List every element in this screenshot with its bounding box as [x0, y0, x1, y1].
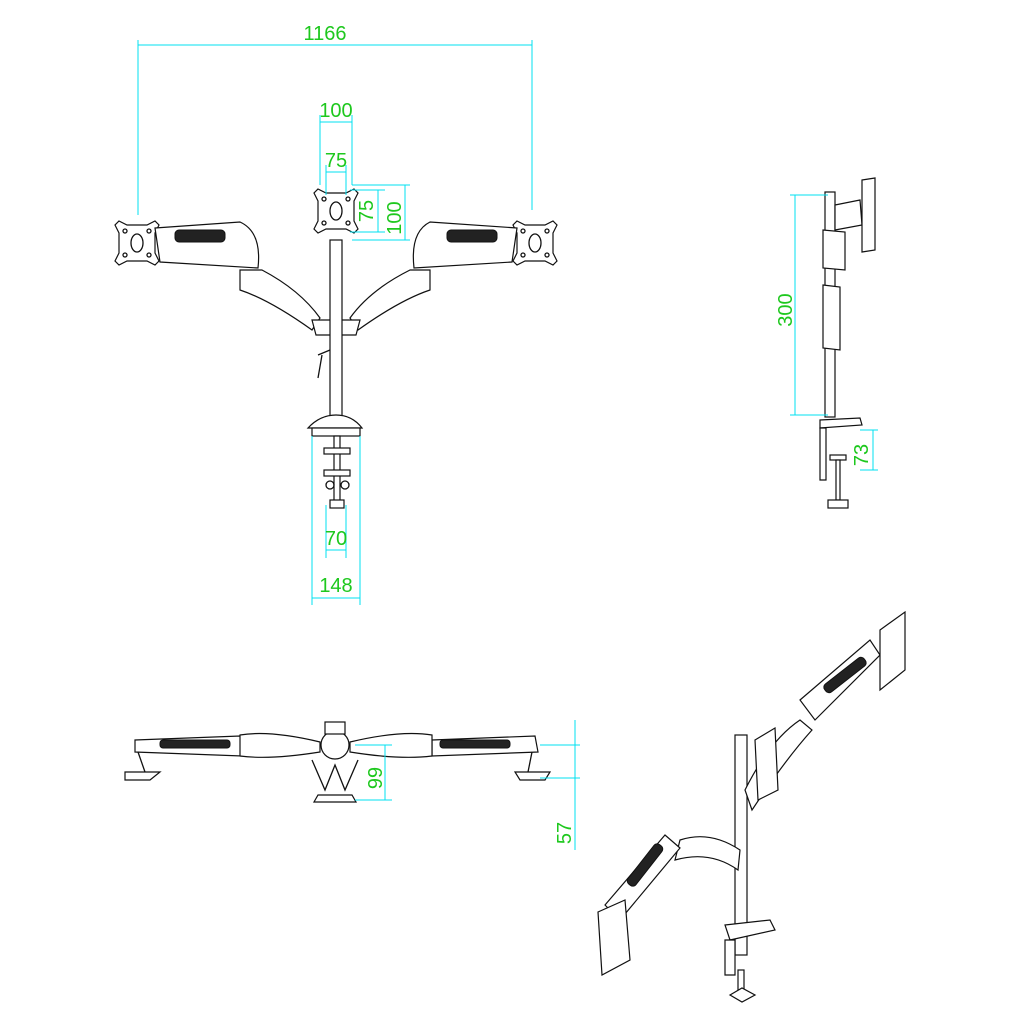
- bottom-view: [124, 721, 552, 803]
- dimension-lines: [137, 40, 878, 850]
- right-arm-upper: [412, 221, 518, 269]
- center-vesa-plate: [313, 188, 359, 234]
- dim-arm-height: 57: [554, 822, 576, 844]
- left-arm-lower: [239, 269, 321, 331]
- dim-bottom-depth: 99: [365, 767, 387, 789]
- left-vesa-plate: [114, 220, 160, 266]
- left-arm-upper: [154, 221, 260, 269]
- dim-vesa-inner-height: 75: [356, 200, 378, 222]
- right-vesa-plate: [512, 220, 558, 266]
- front-view: [114, 188, 558, 509]
- right-arm-lower: [349, 269, 431, 331]
- pole: [329, 239, 343, 421]
- dim-clamp-inner: 70: [325, 528, 347, 550]
- dim-vesa-outer-width: 100: [319, 100, 352, 122]
- dim-clamp-opening: 73: [851, 444, 873, 466]
- perspective-view: [597, 610, 906, 1003]
- side-view: [819, 177, 876, 509]
- dim-pole-height: 300: [775, 293, 797, 326]
- dim-total-width: 1166: [303, 23, 346, 45]
- dim-vesa-outer-height: 100: [384, 201, 406, 234]
- dim-vesa-inner-width: 75: [325, 150, 347, 172]
- dim-clamp-outer: 148: [319, 575, 352, 597]
